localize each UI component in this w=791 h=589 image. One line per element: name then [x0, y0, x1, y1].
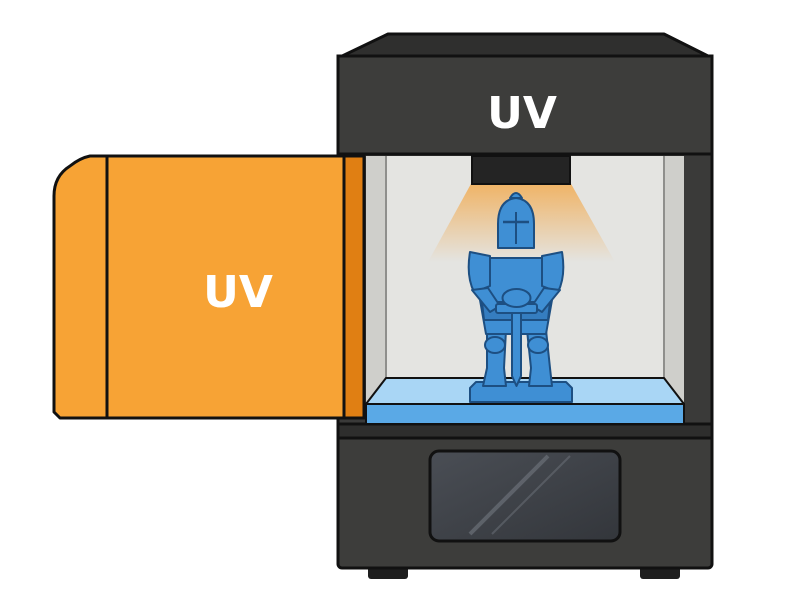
printer-base-edge [336, 422, 714, 440]
knight-figurine [467, 192, 573, 403]
build-plate [365, 377, 685, 425]
cover-uv-label: UV [203, 267, 273, 318]
printer-display [428, 449, 622, 543]
printer-lid-top [336, 32, 714, 60]
print-chamber [366, 155, 684, 402]
chamber-right-wall [664, 156, 684, 402]
figurine-sword [511, 311, 522, 387]
uv-light-emitter [471, 155, 571, 185]
uv-cover-panel [52, 154, 366, 420]
chamber-left-wall [366, 156, 386, 402]
cover-body [52, 154, 346, 420]
printer-uv-label: UV [487, 88, 557, 139]
